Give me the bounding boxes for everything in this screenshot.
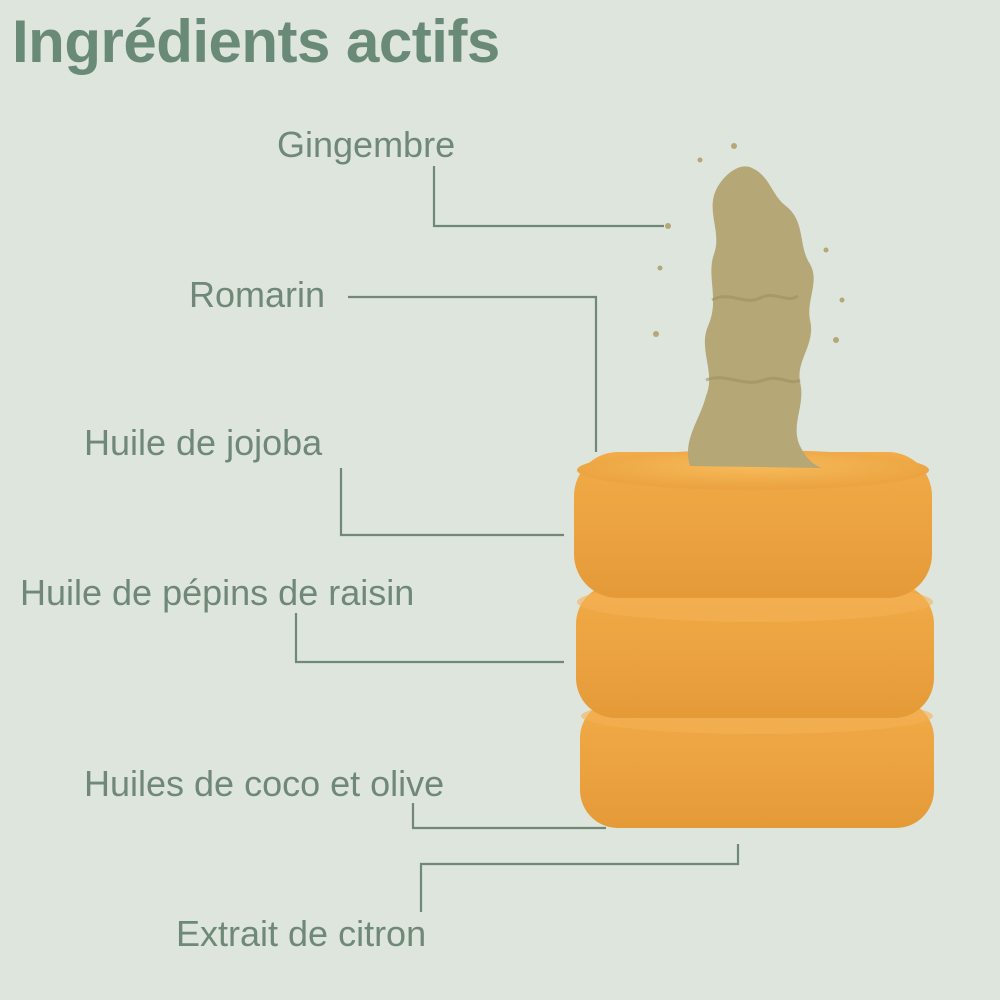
leader-line-romarin <box>348 295 598 452</box>
shampoo-bar-middle <box>576 582 934 718</box>
label-extrait-de-citron: Extrait de citron <box>176 913 427 954</box>
label-huiles-de-coco-et-olive: Huiles de coco et olive <box>84 763 445 804</box>
leader-line-coco-olive <box>411 803 606 830</box>
ginger-powder <box>653 143 845 468</box>
label-romarin: Romarin <box>189 274 326 315</box>
leader-line-citron <box>419 844 740 912</box>
label-gingembre: Gingembre <box>277 124 456 165</box>
leader-line-jojoba <box>339 468 564 537</box>
page-title: Ingrédients actifs <box>12 8 500 75</box>
shampoo-bar-top <box>574 450 932 598</box>
leader-line-gingembre <box>432 166 664 228</box>
label-huile-de-jojoba: Huile de jojoba <box>84 422 323 463</box>
label-huile-de-pepins-de-raisin: Huile de pépins de raisin <box>20 572 415 613</box>
leader-line-raisin <box>294 613 564 664</box>
